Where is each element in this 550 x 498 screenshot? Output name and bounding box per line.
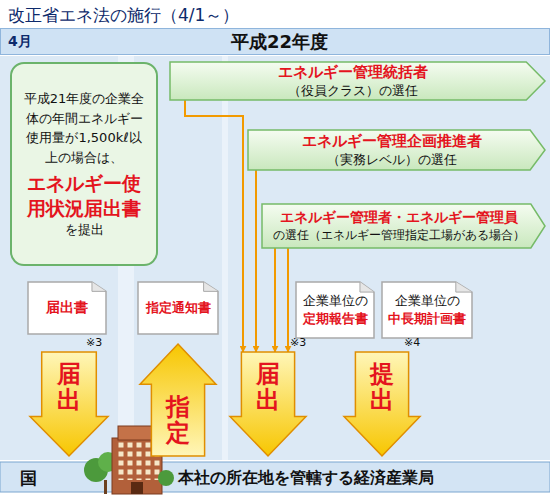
node-heading: 企業単位の <box>303 292 368 310</box>
node-text: を提出 <box>65 221 104 239</box>
connector-arrow <box>274 248 276 352</box>
node-heading: 平成22年度 <box>231 30 328 54</box>
node-heading: エネルギー管理統括者 <box>278 63 428 82</box>
main-panel <box>0 56 550 460</box>
node-text: （実務レベル）の選任 <box>327 151 457 169</box>
task-bar: エネルギー管理者・エネルギー管理員の選任（エネルギー管理指定工場がある場合） <box>262 204 545 248</box>
node-text: エネルギー使用状況届出書 <box>20 171 148 220</box>
node-text: 本社の所在地を管轄する経済産業局 <box>178 468 434 489</box>
document-box: 企業単位の定期報告書 <box>296 282 374 338</box>
node-text: （役員クラス）の選任 <box>288 82 418 100</box>
node-heading: 企業単位の <box>395 292 460 310</box>
task-bar: エネルギー管理統括者（役員クラス）の選任 <box>170 62 545 100</box>
bottom-band <box>0 462 550 492</box>
task-bar: エネルギー管理企画推進者（実務レベル）の選任 <box>248 130 545 170</box>
node-heading: 提出 <box>370 361 394 414</box>
node-outline <box>382 282 472 338</box>
node-text: 定期報告書 <box>303 310 368 328</box>
note-mark: ※3 <box>290 336 306 349</box>
node-heading: 国 <box>20 467 37 490</box>
connector-arrow <box>287 248 289 352</box>
authority-band: 国 本社の所在地を管轄する経済産業局 <box>0 462 550 492</box>
connector-arrow <box>255 170 257 352</box>
node-heading: 届出書 <box>46 299 88 317</box>
node-heading: 届出 <box>57 361 81 414</box>
note-mark: ※3 <box>86 336 102 349</box>
document-box: 指定通知書 <box>138 282 218 334</box>
document-box: 届出書 <box>28 282 106 334</box>
notice-box: 平成21年度の企業全体の年間エネルギー使用量が1,500kℓ以上の場合は、エネル… <box>10 62 158 266</box>
document-box: 企業単位の中長期計画書 <box>382 282 472 338</box>
node-heading: 平成21年度の企業全体の年間エネルギー使用量が1,500kℓ以上の場合は、 <box>20 89 148 167</box>
node-heading: 届出 <box>256 361 280 414</box>
node-heading: エネルギー管理者・エネルギー管理員 <box>280 209 518 227</box>
year-band: 平成22年度 <box>0 28 550 55</box>
node-heading: 指定 <box>166 394 190 447</box>
node-outline <box>296 282 374 338</box>
flow-arrow: 届出 <box>230 352 306 456</box>
note-mark: ※4 <box>404 336 420 349</box>
node-heading: エネルギー管理企画推進者 <box>302 132 482 151</box>
node-heading: 指定通知書 <box>146 299 211 317</box>
flow-arrow: 指定 <box>140 344 216 456</box>
page-title: 改正省エネ法の施行（4/1～） <box>8 4 239 27</box>
node-text: の選任（エネルギー管理指定工場がある場合） <box>273 227 525 244</box>
node-text: 中長期計画書 <box>388 310 466 328</box>
month-label: 4月 <box>8 33 32 51</box>
flow-arrow: 届出 <box>30 352 108 456</box>
flow-arrow: 提出 <box>344 352 420 456</box>
